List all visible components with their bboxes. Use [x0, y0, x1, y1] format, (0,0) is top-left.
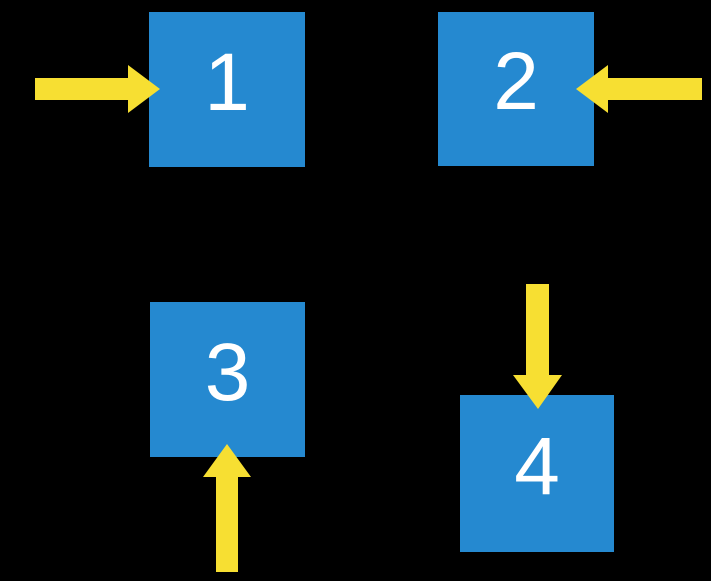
arrow-up-icon — [203, 444, 251, 572]
arrow-down-icon — [513, 284, 562, 409]
box-1-square — [149, 12, 305, 167]
box-2-square — [438, 12, 594, 166]
arrow-left-icon — [576, 65, 702, 113]
arrow-right-icon — [35, 65, 160, 113]
box-4-square — [460, 395, 614, 552]
box-3-square — [150, 302, 305, 457]
